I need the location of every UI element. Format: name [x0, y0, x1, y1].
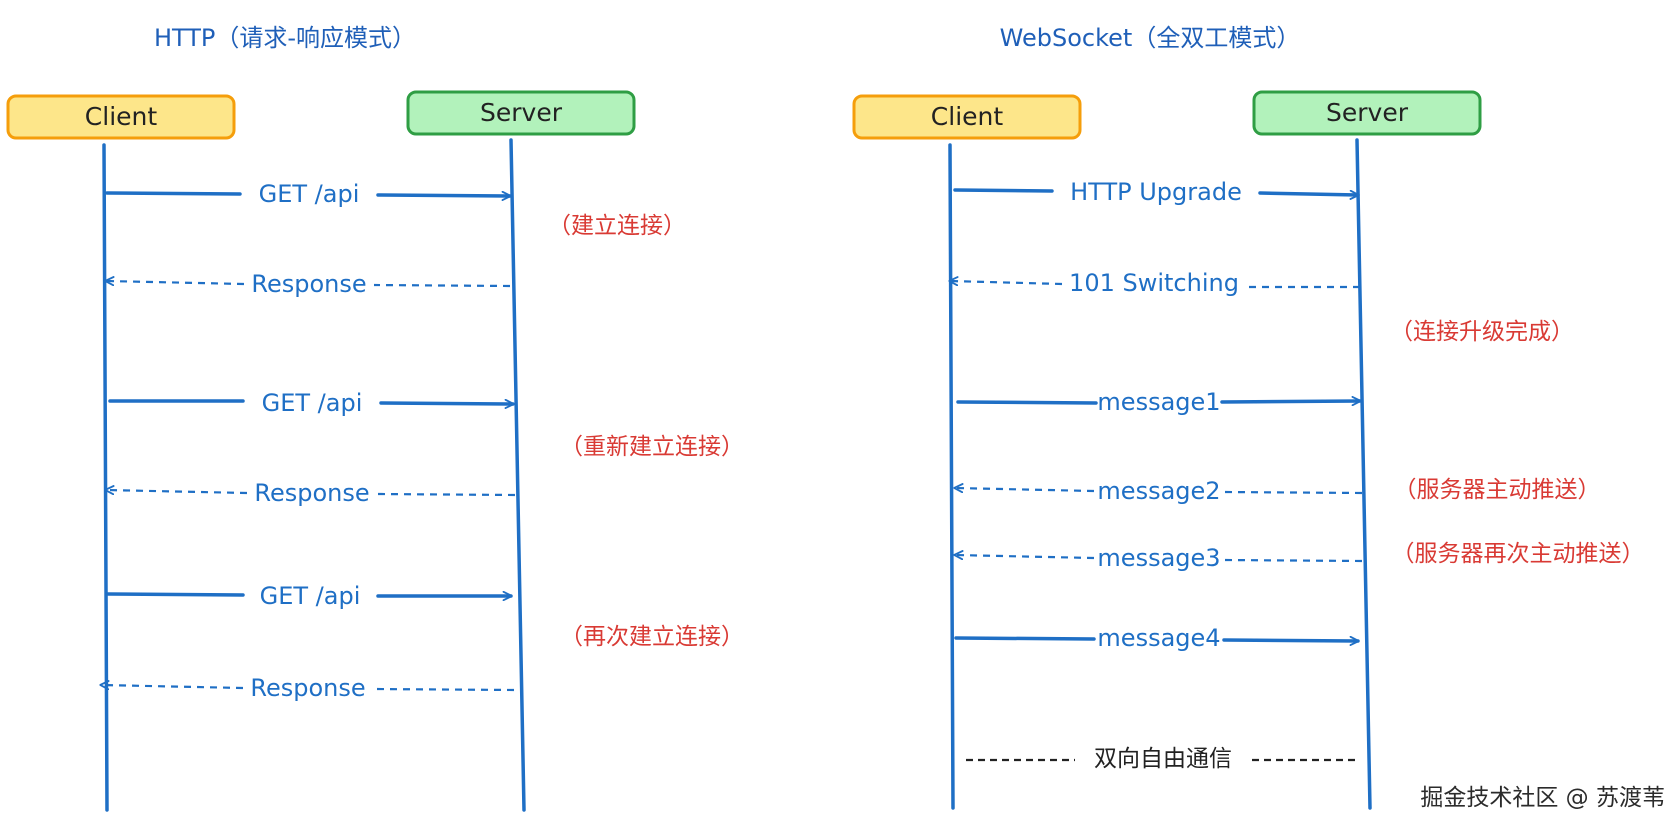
http-message-label: Response [251, 270, 366, 298]
ws-note: （服务器再次主动推送） [1392, 541, 1645, 567]
ws-message-arrow [956, 401, 1360, 403]
http-message: GET /api [106, 582, 511, 610]
http-message-arrow [101, 685, 515, 690]
ws-message-arrow [954, 638, 1358, 641]
watermark: 掘金技术社区 @ 苏渡苇 [1420, 785, 1665, 811]
ws-message-arrow [950, 281, 1360, 287]
ws-message-arrow [955, 488, 1363, 493]
http-server-box: Server [406, 90, 636, 136]
http-client-box-shape [6, 94, 236, 140]
http-message-arrow [106, 281, 511, 286]
http-client-label: Client [85, 102, 158, 131]
http-message-label: GET /api [259, 180, 360, 208]
ws-message-arrow [955, 555, 1363, 561]
ws-message-label: message4 [1097, 624, 1220, 652]
http-message-label: GET /api [262, 389, 363, 417]
http-server-label: Server [480, 98, 563, 127]
ws-message-label: 101 Switching [1069, 269, 1239, 297]
ws-message-arrow [953, 190, 1358, 195]
websocket-title: WebSocket（全双工模式） [1000, 24, 1301, 52]
ws-client-box-shape [852, 94, 1082, 140]
http-message: Response [101, 674, 515, 702]
http-message-label: Response [250, 674, 365, 702]
ws-client-lifeline [948, 143, 955, 810]
ws-message-label: message2 [1097, 477, 1220, 505]
http-note: （再次建立连接） [560, 624, 744, 650]
ws-client-label: Client [931, 102, 1004, 131]
ws-server-lifeline [1355, 138, 1372, 810]
http-message-label: Response [254, 479, 369, 507]
http-message: GET /api [105, 180, 510, 208]
http-diagram: HTTP（请求-响应模式） Client Server GET /api Res… [6, 24, 744, 812]
http-message-arrow [105, 193, 510, 196]
http-client-lifeline [102, 143, 109, 812]
http-title: HTTP（请求-响应模式） [154, 24, 416, 52]
ws-message: HTTP Upgrade [953, 178, 1358, 206]
ws-message-label: HTTP Upgrade [1070, 178, 1242, 206]
ws-server-box-shape [1252, 90, 1482, 136]
ws-server-box: Server [1252, 90, 1482, 136]
http-server-lifeline [509, 138, 526, 812]
ws-message-label: message3 [1097, 544, 1220, 572]
ws-client-box: Client [852, 94, 1082, 140]
ws-note: （服务器主动推送） [1394, 477, 1601, 503]
http-server-box-shape [406, 90, 636, 136]
ws-server-label: Server [1326, 98, 1409, 127]
http-message: Response [106, 479, 516, 507]
ws-message: 101 Switching [950, 269, 1360, 297]
ws-message: message2 [955, 477, 1363, 505]
http-message: GET /api [108, 389, 513, 417]
http-message-arrow [108, 401, 513, 404]
ws-message: message1 [956, 388, 1360, 416]
http-message: Response [106, 270, 511, 298]
http-client-box: Client [6, 94, 236, 140]
http-message-arrow [106, 490, 516, 495]
http-message-label: GET /api [260, 582, 361, 610]
http-note: （重新建立连接） [560, 434, 744, 460]
ws-note: （连接升级完成） [1390, 319, 1574, 345]
ws-message-label: message1 [1097, 388, 1220, 416]
ws-footer-text: 双向自由通信 [1094, 746, 1232, 772]
http-note: （建立连接） [548, 213, 686, 239]
ws-message: message4 [954, 624, 1358, 652]
websocket-diagram: WebSocket（全双工模式） Client Server HTTP Upgr… [852, 24, 1645, 810]
http-message-arrow [106, 594, 511, 596]
ws-message: message3 [955, 544, 1363, 572]
